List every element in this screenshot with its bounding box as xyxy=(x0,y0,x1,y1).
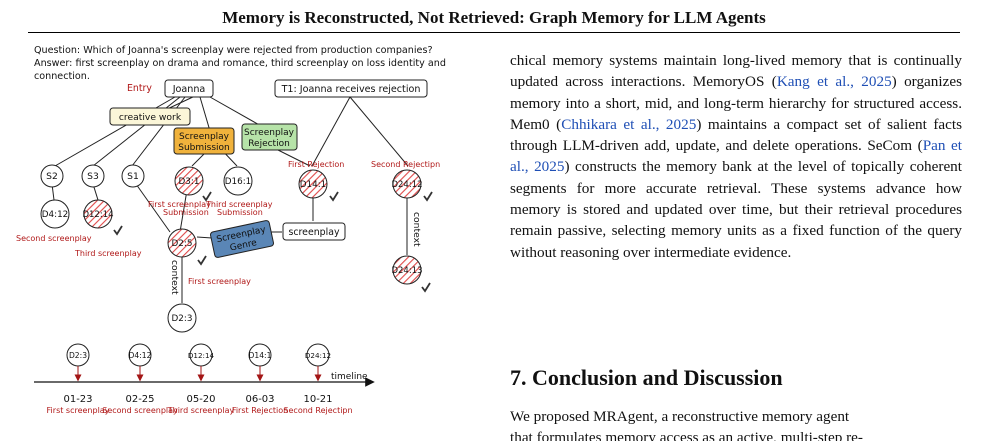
s3-label: S3 xyxy=(87,171,99,182)
d24-13-label: D24:13 xyxy=(391,266,422,276)
figure-question: Question: Which of Joanna's screenplay w… xyxy=(34,45,433,56)
paragraph-text: ) organizes memory into a short, mid, an… xyxy=(510,73,962,133)
conclusion-partial-line: that formulates memory access as an acti… xyxy=(510,429,863,441)
entry-label: Entry xyxy=(127,83,152,94)
d2-3-node xyxy=(167,303,197,333)
svg-text:10-21: 10-21 xyxy=(303,394,332,405)
d16-1-node xyxy=(223,166,253,196)
d12-14-label: D12:14 xyxy=(82,210,113,220)
svg-text:D4:12: D4:12 xyxy=(129,351,152,360)
joanna-node xyxy=(164,79,214,98)
s3-node xyxy=(81,164,105,188)
annotation-second-rejectipn: Second Rejectipn xyxy=(371,160,440,169)
screenplay-rejection-node xyxy=(241,123,298,151)
s2-node xyxy=(40,164,64,188)
svg-text:D12:14: D12:14 xyxy=(188,351,215,360)
context-label-right: context xyxy=(411,212,422,247)
svg-text:First screenplay: First screenplay xyxy=(47,406,110,415)
svg-text:06-03: 06-03 xyxy=(245,394,274,405)
rejection-label-1: Screenplay xyxy=(244,128,295,138)
header-rule xyxy=(28,32,960,33)
svg-text:Third screenplay: Third screenplay xyxy=(167,406,235,415)
svg-text:05-20: 05-20 xyxy=(186,394,215,405)
d16-1-label: D16:1 xyxy=(225,177,252,187)
related-work-paragraph: chical memory systems maintain long-live… xyxy=(510,50,962,263)
timeline-item-5: D24:12 10-21 Second Rejectipn xyxy=(283,343,353,415)
annotation-first-rejection: First Rejection xyxy=(288,160,344,169)
s1-node xyxy=(121,164,145,188)
svg-text:01-23: 01-23 xyxy=(63,394,92,405)
submission-label-2: Submission xyxy=(178,143,230,153)
d14-1-node xyxy=(298,169,328,199)
d2-5-node xyxy=(167,228,197,258)
annotation-third-sub-1: Third screenplay xyxy=(205,200,273,209)
svg-text:02-25: 02-25 xyxy=(125,394,154,405)
d24-12-label: D24:12 xyxy=(391,180,422,190)
svg-text:D14:1: D14:1 xyxy=(249,351,272,360)
check-icon xyxy=(197,255,207,266)
context-label-left: context xyxy=(169,260,180,295)
annotation-third-screenplay: Third screenplay xyxy=(74,249,142,258)
related-work-column: chical memory systems maintain long-live… xyxy=(510,50,962,263)
d24-13-node xyxy=(392,255,422,285)
d14-1-label: D14:1 xyxy=(300,180,327,190)
s1-label: S1 xyxy=(127,171,139,182)
timeline-item-3: D12:14 05-20 Third screenplay xyxy=(167,343,235,415)
annotation-first-sub-2: Submission xyxy=(163,208,209,217)
conclusion-paragraph: We proposed MRAgent, a reconstructive me… xyxy=(510,408,850,425)
paragraph-text: chical memory systems maintain long-live… xyxy=(510,52,962,91)
joanna-node-label: Joanna xyxy=(172,84,206,95)
check-icon xyxy=(421,282,431,293)
d2-3-label: D2:3 xyxy=(172,314,193,324)
figure-answer-line2: connection. xyxy=(34,71,90,82)
screenplay-node-label: screenplay xyxy=(288,227,339,238)
svg-text:D24:12: D24:12 xyxy=(305,351,331,360)
paragraph-text: ) constructs the memory bank at the leve… xyxy=(510,158,962,261)
svg-text:Second Rejectipn: Second Rejectipn xyxy=(283,406,352,415)
check-icon xyxy=(202,191,212,202)
citation-link-kang[interactable]: Kang et al., 2025 xyxy=(776,73,892,91)
d12-14-node xyxy=(83,199,113,229)
page-title: Memory is Reconstructed, Not Retrieved: … xyxy=(222,8,766,27)
creative-work-node xyxy=(109,107,191,126)
check-icon xyxy=(423,191,433,202)
timeline-item-1: D2:3 01-23 First screenplay xyxy=(47,343,110,415)
d3-1-label: D3:1 xyxy=(179,177,200,187)
timeline-label: timeline xyxy=(331,372,368,382)
screenplay-node xyxy=(282,222,346,241)
t1-node xyxy=(274,79,428,98)
annotation-first-screenplay: First screenplay xyxy=(188,277,251,286)
d4-12-label: D4:12 xyxy=(42,210,69,220)
t1-node-label: T1: Joanna receives rejection xyxy=(281,84,421,95)
d24-12-node xyxy=(392,169,422,199)
svg-text:Second screenplay: Second screenplay xyxy=(102,406,178,415)
timeline-item-2: D4:12 02-25 Second screenplay xyxy=(102,343,178,415)
screenplay-genre-node: Screenplay Genre xyxy=(210,220,274,258)
check-icons xyxy=(113,191,433,293)
screenplay-submission-node xyxy=(173,127,235,155)
section-heading: 7. Conclusion and Discussion xyxy=(510,365,783,390)
svg-text:First Rejection: First Rejection xyxy=(232,406,288,415)
creative-work-label: creative work xyxy=(119,112,182,123)
check-icon xyxy=(113,225,123,236)
d3-1-node xyxy=(174,166,204,196)
timeline-item-4: D14:1 06-03 First Rejection xyxy=(232,343,288,415)
rejection-label-2: Rejection xyxy=(248,139,290,149)
figure-answer-line1: Answer: first screenplay on drama and ro… xyxy=(34,58,446,69)
annotation-first-sub-1: First screenplay xyxy=(148,200,211,209)
citation-link-pan[interactable]: Pan et al., 2025 xyxy=(510,137,962,176)
submission-label-1: Screenplay xyxy=(179,132,230,142)
d2-5-label: D2:5 xyxy=(172,239,193,249)
annotation-third-sub-2: Submission xyxy=(217,208,263,217)
paragraph-text: ) maintains a compact set of salient fac… xyxy=(510,115,962,155)
annotation-second-screenplay: Second screenplay xyxy=(16,234,92,243)
svg-text:D2:3: D2:3 xyxy=(69,351,87,360)
citation-link-chhikara[interactable]: Chhikara et al., 2025 xyxy=(561,115,697,133)
memory-graph-figure: Question: Which of Joanna's screenplay w… xyxy=(16,45,446,415)
s2-label: S2 xyxy=(46,171,58,182)
d4-12-node xyxy=(40,199,70,229)
check-icon xyxy=(329,191,339,202)
